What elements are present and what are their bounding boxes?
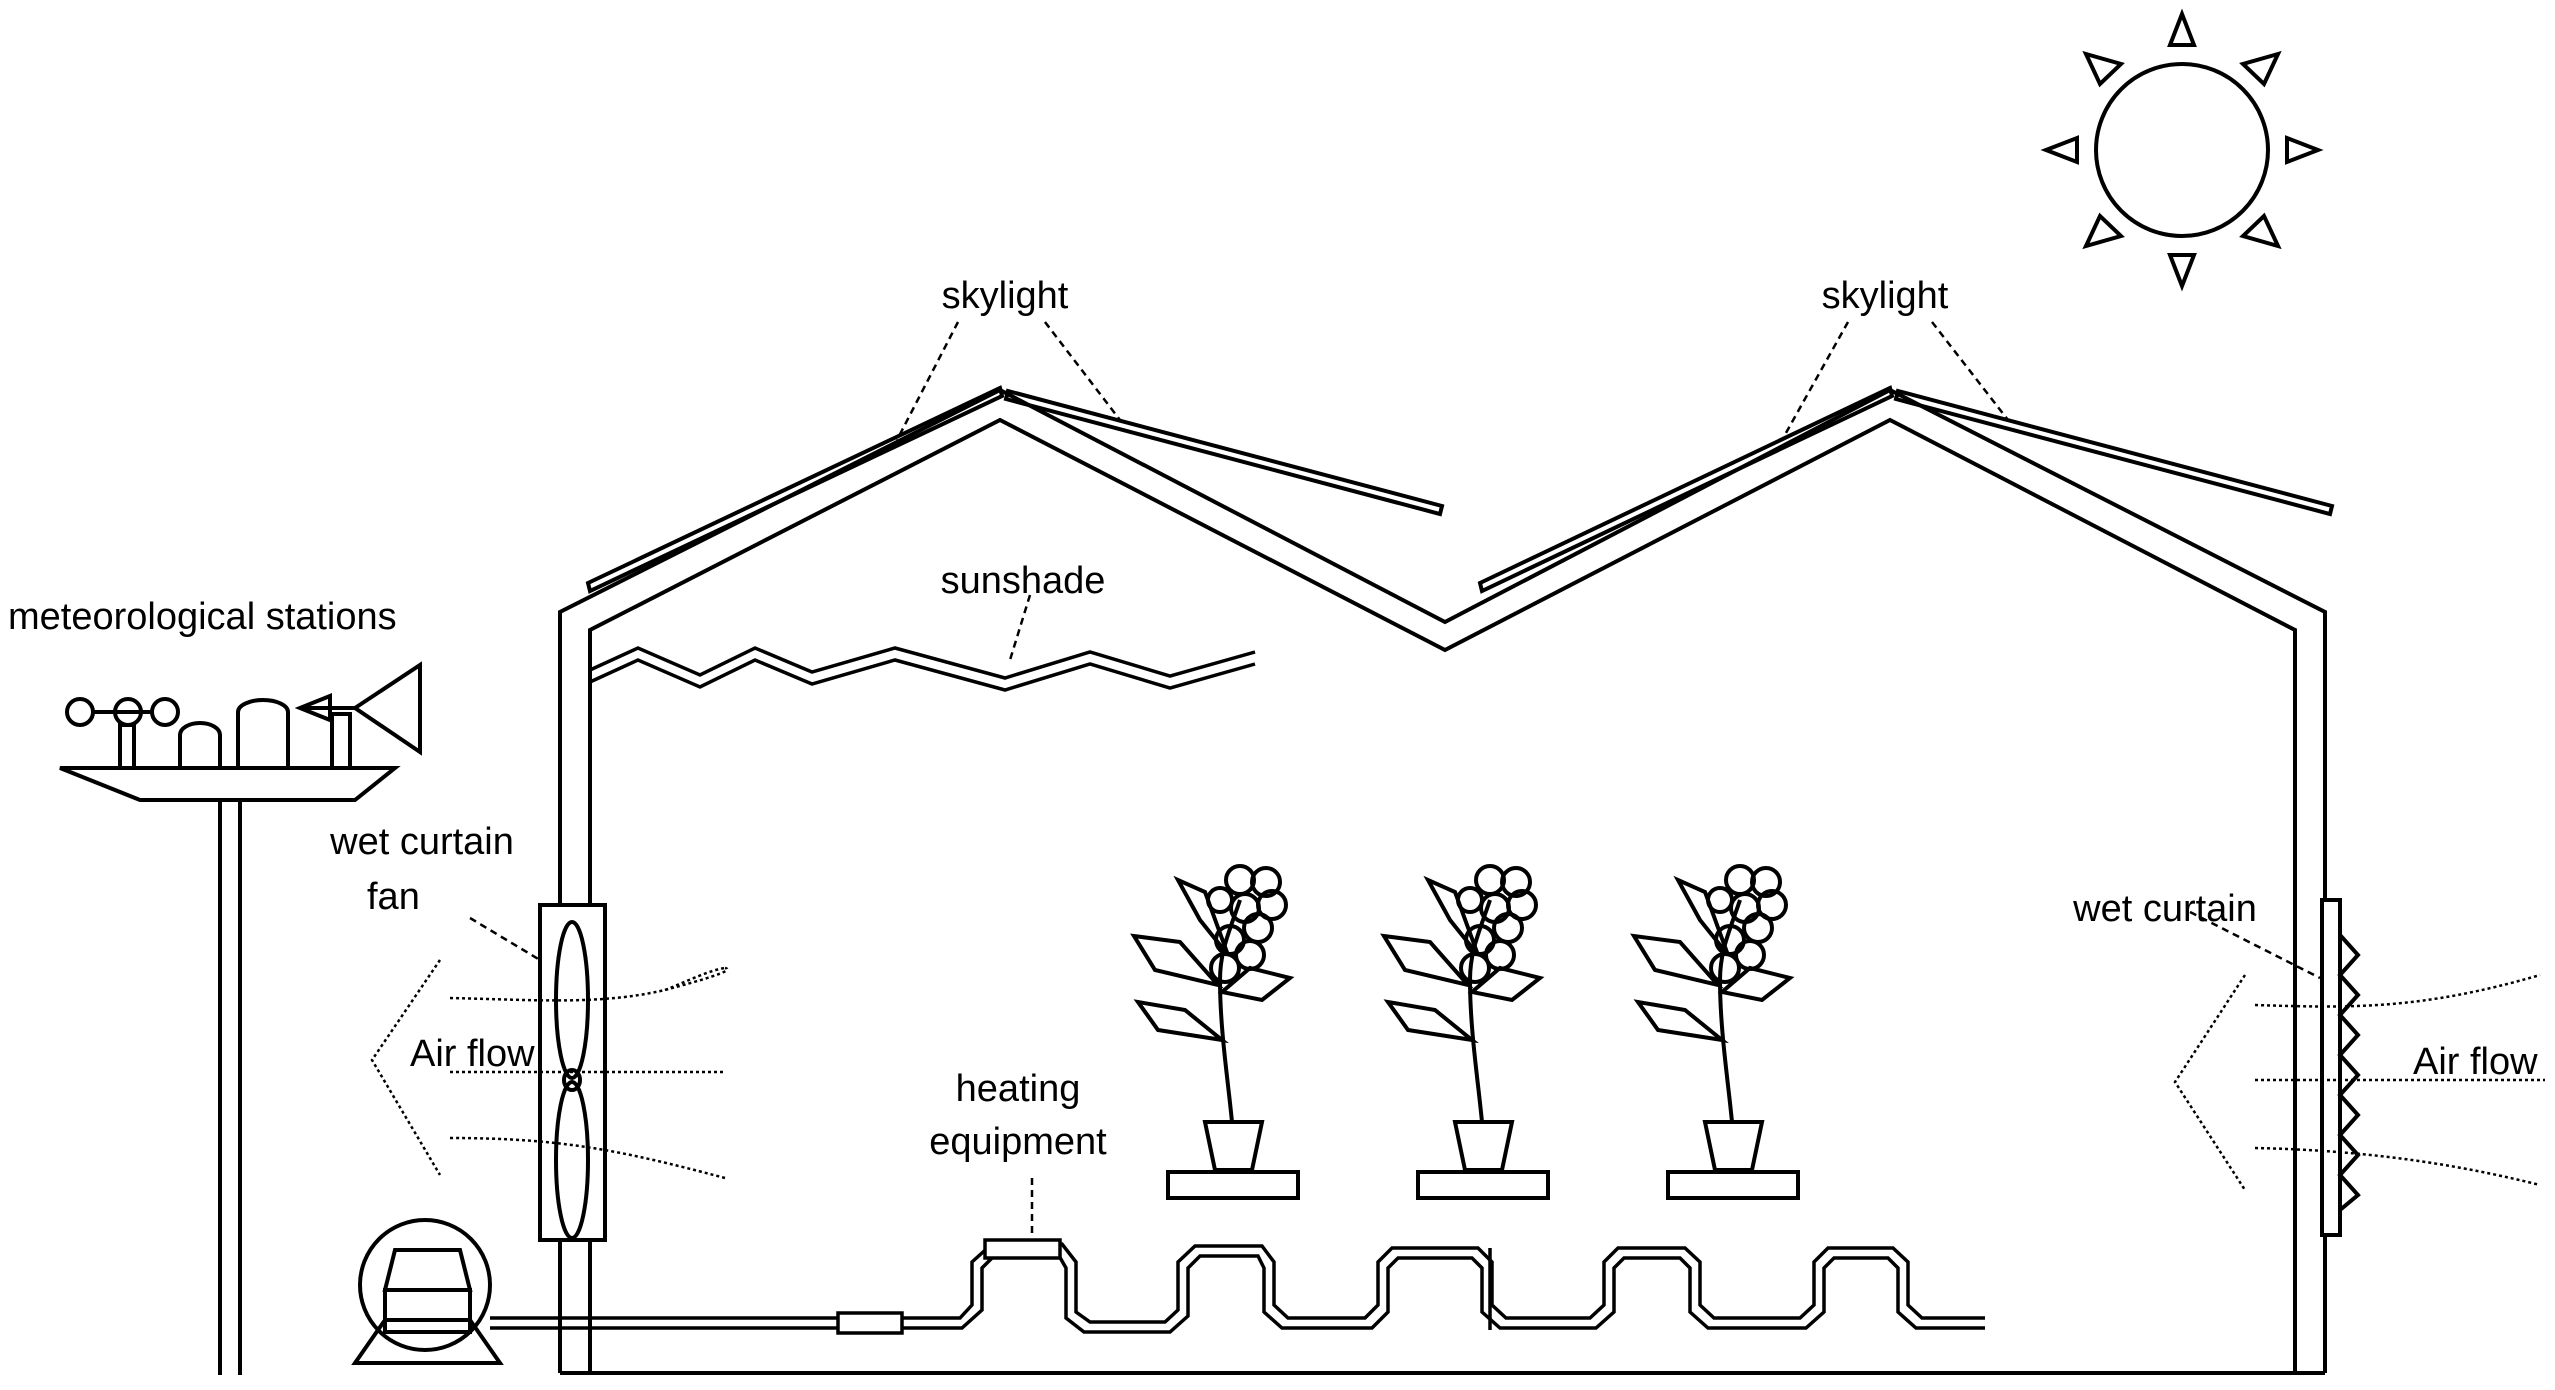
- sun-icon: [2040, 8, 2324, 292]
- meteorological-station-icon: [59, 661, 422, 1375]
- air-flow-left-lines: [370, 959, 729, 1180]
- plant-icon: [1380, 864, 1550, 1200]
- heating-pipe: [490, 1238, 1985, 1335]
- heating-equipment-label-line2: equipment: [929, 1121, 1107, 1163]
- air-flow-right-lines: [2173, 973, 2545, 1191]
- sunshade: [589, 646, 1256, 692]
- air-flow-left-label: Air flow: [410, 1033, 535, 1075]
- wet-curtain-fan-label-line1: wet curtain: [330, 821, 514, 863]
- plant-icon: [1130, 864, 1300, 1200]
- wet-curtain-label: wet curtain: [2073, 888, 2257, 930]
- heating-equipment-label-line1: heating: [955, 1068, 1081, 1110]
- wet-curtain-fan-label-line2: fan: [367, 876, 420, 918]
- skylight-left-label: skylight: [941, 275, 1069, 317]
- heating-blower-icon: [351, 1218, 504, 1365]
- skylight-right-label: skylight: [1821, 275, 1949, 317]
- meteorological-stations-label: meteorological stations: [8, 596, 397, 638]
- skylight-left: [585, 385, 1445, 594]
- air-flow-right-label: Air flow: [2413, 1041, 2538, 1083]
- sunshade-label: sunshade: [940, 560, 1106, 602]
- wet-curtain-icon: [2320, 898, 2361, 1237]
- skylight-right: [1477, 385, 2335, 594]
- plant-icon: [1630, 864, 1800, 1200]
- greenhouse-frame: [558, 387, 2327, 1375]
- leader-lines: [469, 321, 2321, 1238]
